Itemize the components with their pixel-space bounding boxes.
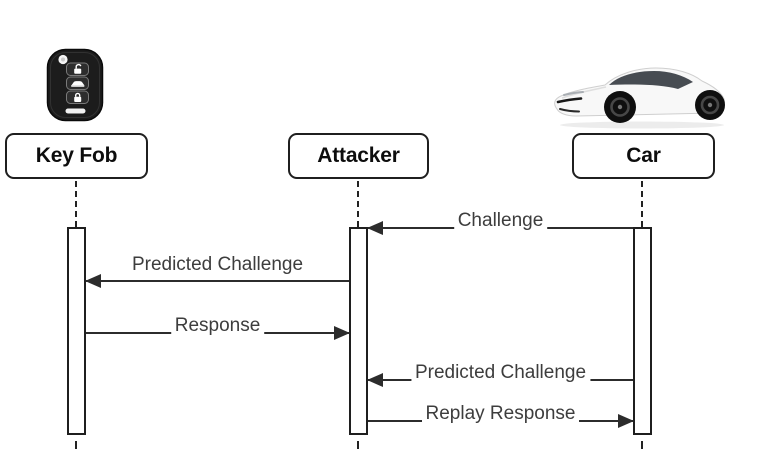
car-image — [554, 67, 725, 129]
message-predicted-challenge-to-attacker: Predicted Challenge — [367, 362, 633, 387]
actor-label-keyfob: Key Fob — [35, 144, 118, 167]
message-label: Predicted Challenge — [131, 254, 304, 275]
lifeline-keyfob — [75, 181, 77, 227]
activation-bar-keyfob — [67, 227, 86, 435]
message-label: Challenge — [453, 210, 548, 232]
activation-bar-attacker — [349, 227, 368, 435]
arrowhead-left-icon — [85, 274, 101, 288]
lifeline-tail-attacker — [357, 441, 359, 449]
message-challenge: Challenge — [367, 210, 633, 235]
lifeline-car — [641, 181, 643, 227]
actor-box-car: Car — [572, 133, 715, 179]
actor-box-keyfob: Key Fob — [5, 133, 148, 179]
lifeline-tail-car — [641, 441, 643, 449]
message-response: Response — [86, 315, 350, 340]
message-predicted-challenge-to-keyfob: Predicted Challenge — [85, 254, 349, 288]
actor-label-car: Car — [626, 144, 661, 167]
message-label: Replay Response — [421, 403, 580, 425]
unlock-icon — [74, 63, 82, 74]
arrowhead-right-icon — [618, 414, 634, 428]
activation-bar-car — [633, 227, 652, 435]
actor-label-attacker: Attacker — [317, 144, 400, 167]
key-fob-image — [46, 48, 104, 122]
arrowhead-left-icon — [367, 373, 383, 387]
car-button-icon — [71, 81, 85, 87]
lock-icon — [74, 92, 82, 102]
lifeline-attacker — [357, 181, 359, 227]
arrowhead-right-icon — [334, 326, 350, 340]
message-label: Response — [170, 315, 265, 337]
lifeline-tail-keyfob — [75, 441, 77, 449]
actor-box-attacker: Attacker — [288, 133, 429, 179]
message-replay-response: Replay Response — [368, 403, 634, 428]
arrowhead-left-icon — [367, 221, 383, 235]
message-label: Predicted Challenge — [410, 362, 591, 384]
